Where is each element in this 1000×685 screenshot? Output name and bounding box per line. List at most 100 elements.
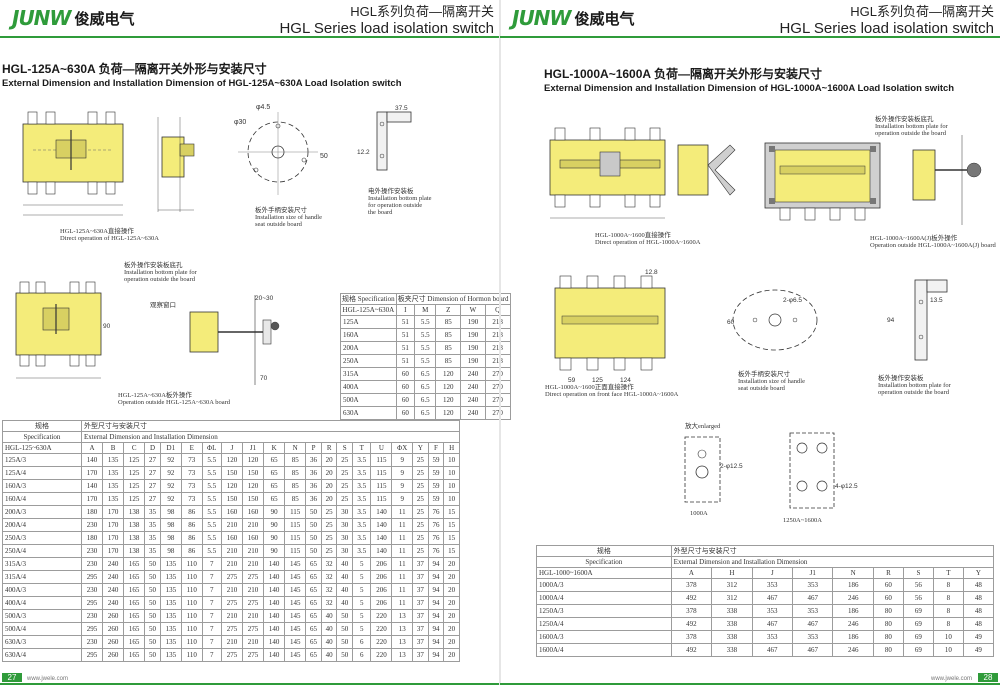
table-cell: 275 xyxy=(241,570,265,584)
header-title-en: HGL Series load isolation switch xyxy=(279,20,494,37)
section-title-en: External Dimension and Installation Dime… xyxy=(2,78,402,89)
table-cell: 85 xyxy=(284,479,307,493)
table-cell: 35 xyxy=(144,518,161,532)
table-cell: 230 xyxy=(80,557,104,571)
table-cell: 135 xyxy=(102,492,125,506)
table-cell: 85 xyxy=(435,354,462,368)
table-cell: 120 xyxy=(435,406,462,420)
table-cell: 6.5 xyxy=(413,367,437,381)
table-cell: 210 xyxy=(220,583,244,597)
table-cell: 30 xyxy=(336,505,354,519)
column-header: N xyxy=(284,442,307,454)
table-cell: 94 xyxy=(427,570,445,584)
table-cell: 170 xyxy=(80,466,104,480)
table-cell: 25 xyxy=(412,453,429,467)
table-cell: 125 xyxy=(123,479,146,493)
caption-direct-cn: HGL-125A~630A直接操作 xyxy=(60,228,134,235)
table-cell: 120 xyxy=(241,453,265,467)
table-cell: 135 xyxy=(159,648,182,662)
table-cell: 11 xyxy=(391,531,414,545)
row-label: 125A/4 xyxy=(2,466,82,480)
header-rule xyxy=(500,36,1000,38)
table-cell: 165 xyxy=(123,570,146,584)
table-cell: 20 xyxy=(320,466,338,480)
column-header: HGL-125~630A xyxy=(2,442,82,454)
footer-website: www.jwele.com xyxy=(930,676,972,682)
table-cell: 90 xyxy=(263,518,286,532)
table-cell: 65 xyxy=(305,557,322,571)
table-cell: 492 xyxy=(670,591,713,605)
table-cell: 312 xyxy=(711,591,753,605)
table-cell: 40 xyxy=(320,609,338,623)
table-cell: 40 xyxy=(320,648,338,662)
row-label: 630A/3 xyxy=(2,635,82,649)
table-cell: 145 xyxy=(284,635,307,649)
dim-94: 94 xyxy=(887,317,895,324)
table-cell: 20 xyxy=(443,570,460,584)
row-label: 630A/4 xyxy=(2,648,82,662)
column-header: N xyxy=(832,567,874,579)
table-cell: 36 xyxy=(305,453,322,467)
table-cell: 295 xyxy=(80,570,104,584)
table-cell: 7 xyxy=(201,609,222,623)
table-cell: 180 xyxy=(80,531,104,545)
table-cell: 11 xyxy=(391,505,414,519)
row-label: 1250A/3 xyxy=(536,604,672,618)
table-cell: 210 xyxy=(241,544,265,558)
table-cell: 15 xyxy=(443,505,460,519)
table-cell: 3.5 xyxy=(352,544,372,558)
row-label: 1250A/4 xyxy=(536,617,672,631)
table-cell: 11 xyxy=(391,596,414,610)
table-cell: 20 xyxy=(443,648,460,662)
table-cell: 37 xyxy=(412,570,429,584)
table-cell: 135 xyxy=(159,635,182,649)
table-cell: 338 xyxy=(711,630,753,644)
column-header: HGL-1000~1600A xyxy=(536,567,672,579)
table-cell: 5 xyxy=(352,622,372,636)
table-cell: 10 xyxy=(932,630,964,644)
table-cell: 90 xyxy=(263,505,286,519)
table-cell: 170 xyxy=(102,518,125,532)
column-header: I xyxy=(395,304,415,316)
table-cell: 25 xyxy=(412,492,429,506)
table-cell: 20 xyxy=(443,622,460,636)
table-cell: 65 xyxy=(263,453,286,467)
table-cell: 150 xyxy=(220,492,244,506)
dim-2-phi-12-5: 2-φ12.5 xyxy=(720,463,743,470)
table-cell: 210 xyxy=(241,609,265,623)
table-cell: 25 xyxy=(412,505,429,519)
table-cell: 120 xyxy=(220,479,244,493)
table-cell: 3.5 xyxy=(352,479,372,493)
dim-20-30: 20~30 xyxy=(255,295,274,302)
table-cell: 210 xyxy=(241,518,265,532)
table-cell: 85 xyxy=(284,492,307,506)
column-header: J1 xyxy=(241,442,265,454)
table-cell: 30 xyxy=(336,518,354,532)
table-cell: 246 xyxy=(832,617,874,631)
table-cell: 80 xyxy=(872,630,904,644)
row-label: 400A/4 xyxy=(2,596,82,610)
table-cell: 60 xyxy=(395,380,415,394)
table-group-cn: 外型尺寸与安装尺寸 xyxy=(80,420,461,432)
table-cell: 190 xyxy=(460,315,486,329)
table-cell: 7 xyxy=(201,648,222,662)
footer-rule xyxy=(500,683,1000,685)
table-cell: 115 xyxy=(370,453,393,467)
table-cell: 230 xyxy=(80,518,104,532)
table-cell: 5.5 xyxy=(201,479,222,493)
table-cell: 20 xyxy=(443,596,460,610)
right-page: JUNW 俊威电气 HGL系列负荷—隔离开关 HGL Series load i… xyxy=(500,0,1000,685)
table-cell: 48 xyxy=(962,617,995,631)
table-cell: 51 xyxy=(395,315,415,329)
table-cell: 260 xyxy=(102,622,125,636)
table-cell: 145 xyxy=(284,570,307,584)
table-cell: 5.5 xyxy=(201,453,222,467)
table-cell: 50 xyxy=(144,557,161,571)
table-cell: 135 xyxy=(102,453,125,467)
table-cell: 186 xyxy=(832,630,874,644)
